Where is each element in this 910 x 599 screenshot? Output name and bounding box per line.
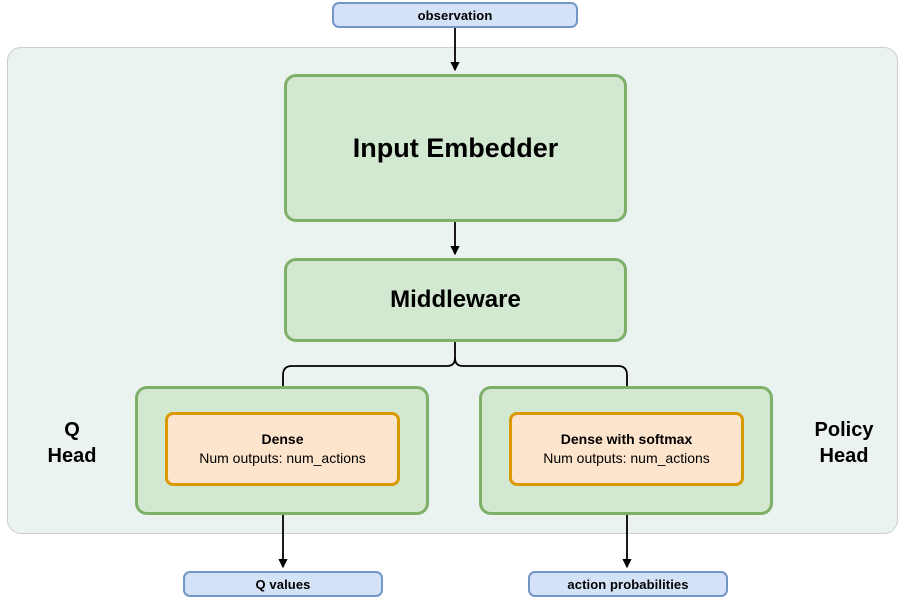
action-probabilities-node[interactable]: action probabilities [528, 571, 728, 597]
observation-node[interactable]: observation [332, 2, 578, 28]
policy-head-caption-line2: Head [819, 444, 869, 467]
policy-dense-title: Dense with softmax [560, 431, 693, 448]
action-probabilities-label: action probabilities [567, 576, 689, 592]
q-head-caption-line2: Head [47, 444, 97, 467]
observation-label: observation [417, 7, 493, 23]
middleware-label: Middleware [390, 286, 521, 313]
policy-dense-layer-node[interactable]: Dense with softmax Num outputs: num_acti… [509, 412, 744, 486]
input-embedder-label: Input Embedder [352, 132, 559, 163]
q-head-caption-line1: Q [64, 419, 80, 441]
policy-head-caption-line1: Policy [814, 419, 874, 441]
input-embedder-node[interactable]: Input Embedder [284, 74, 627, 222]
policy-dense-num-outputs: Num outputs: num_actions [543, 450, 710, 466]
q-dense-title: Dense [261, 431, 304, 448]
q-dense-layer-node[interactable]: Dense Num outputs: num_actions [165, 412, 400, 486]
q-head-caption: Q Head [28, 418, 116, 469]
q-values-label: Q values [255, 576, 311, 592]
policy-head-caption: Policy Head [792, 418, 896, 469]
q-dense-num-outputs: Num outputs: num_actions [199, 450, 366, 466]
q-values-node[interactable]: Q values [183, 571, 383, 597]
middleware-node[interactable]: Middleware [284, 258, 627, 342]
